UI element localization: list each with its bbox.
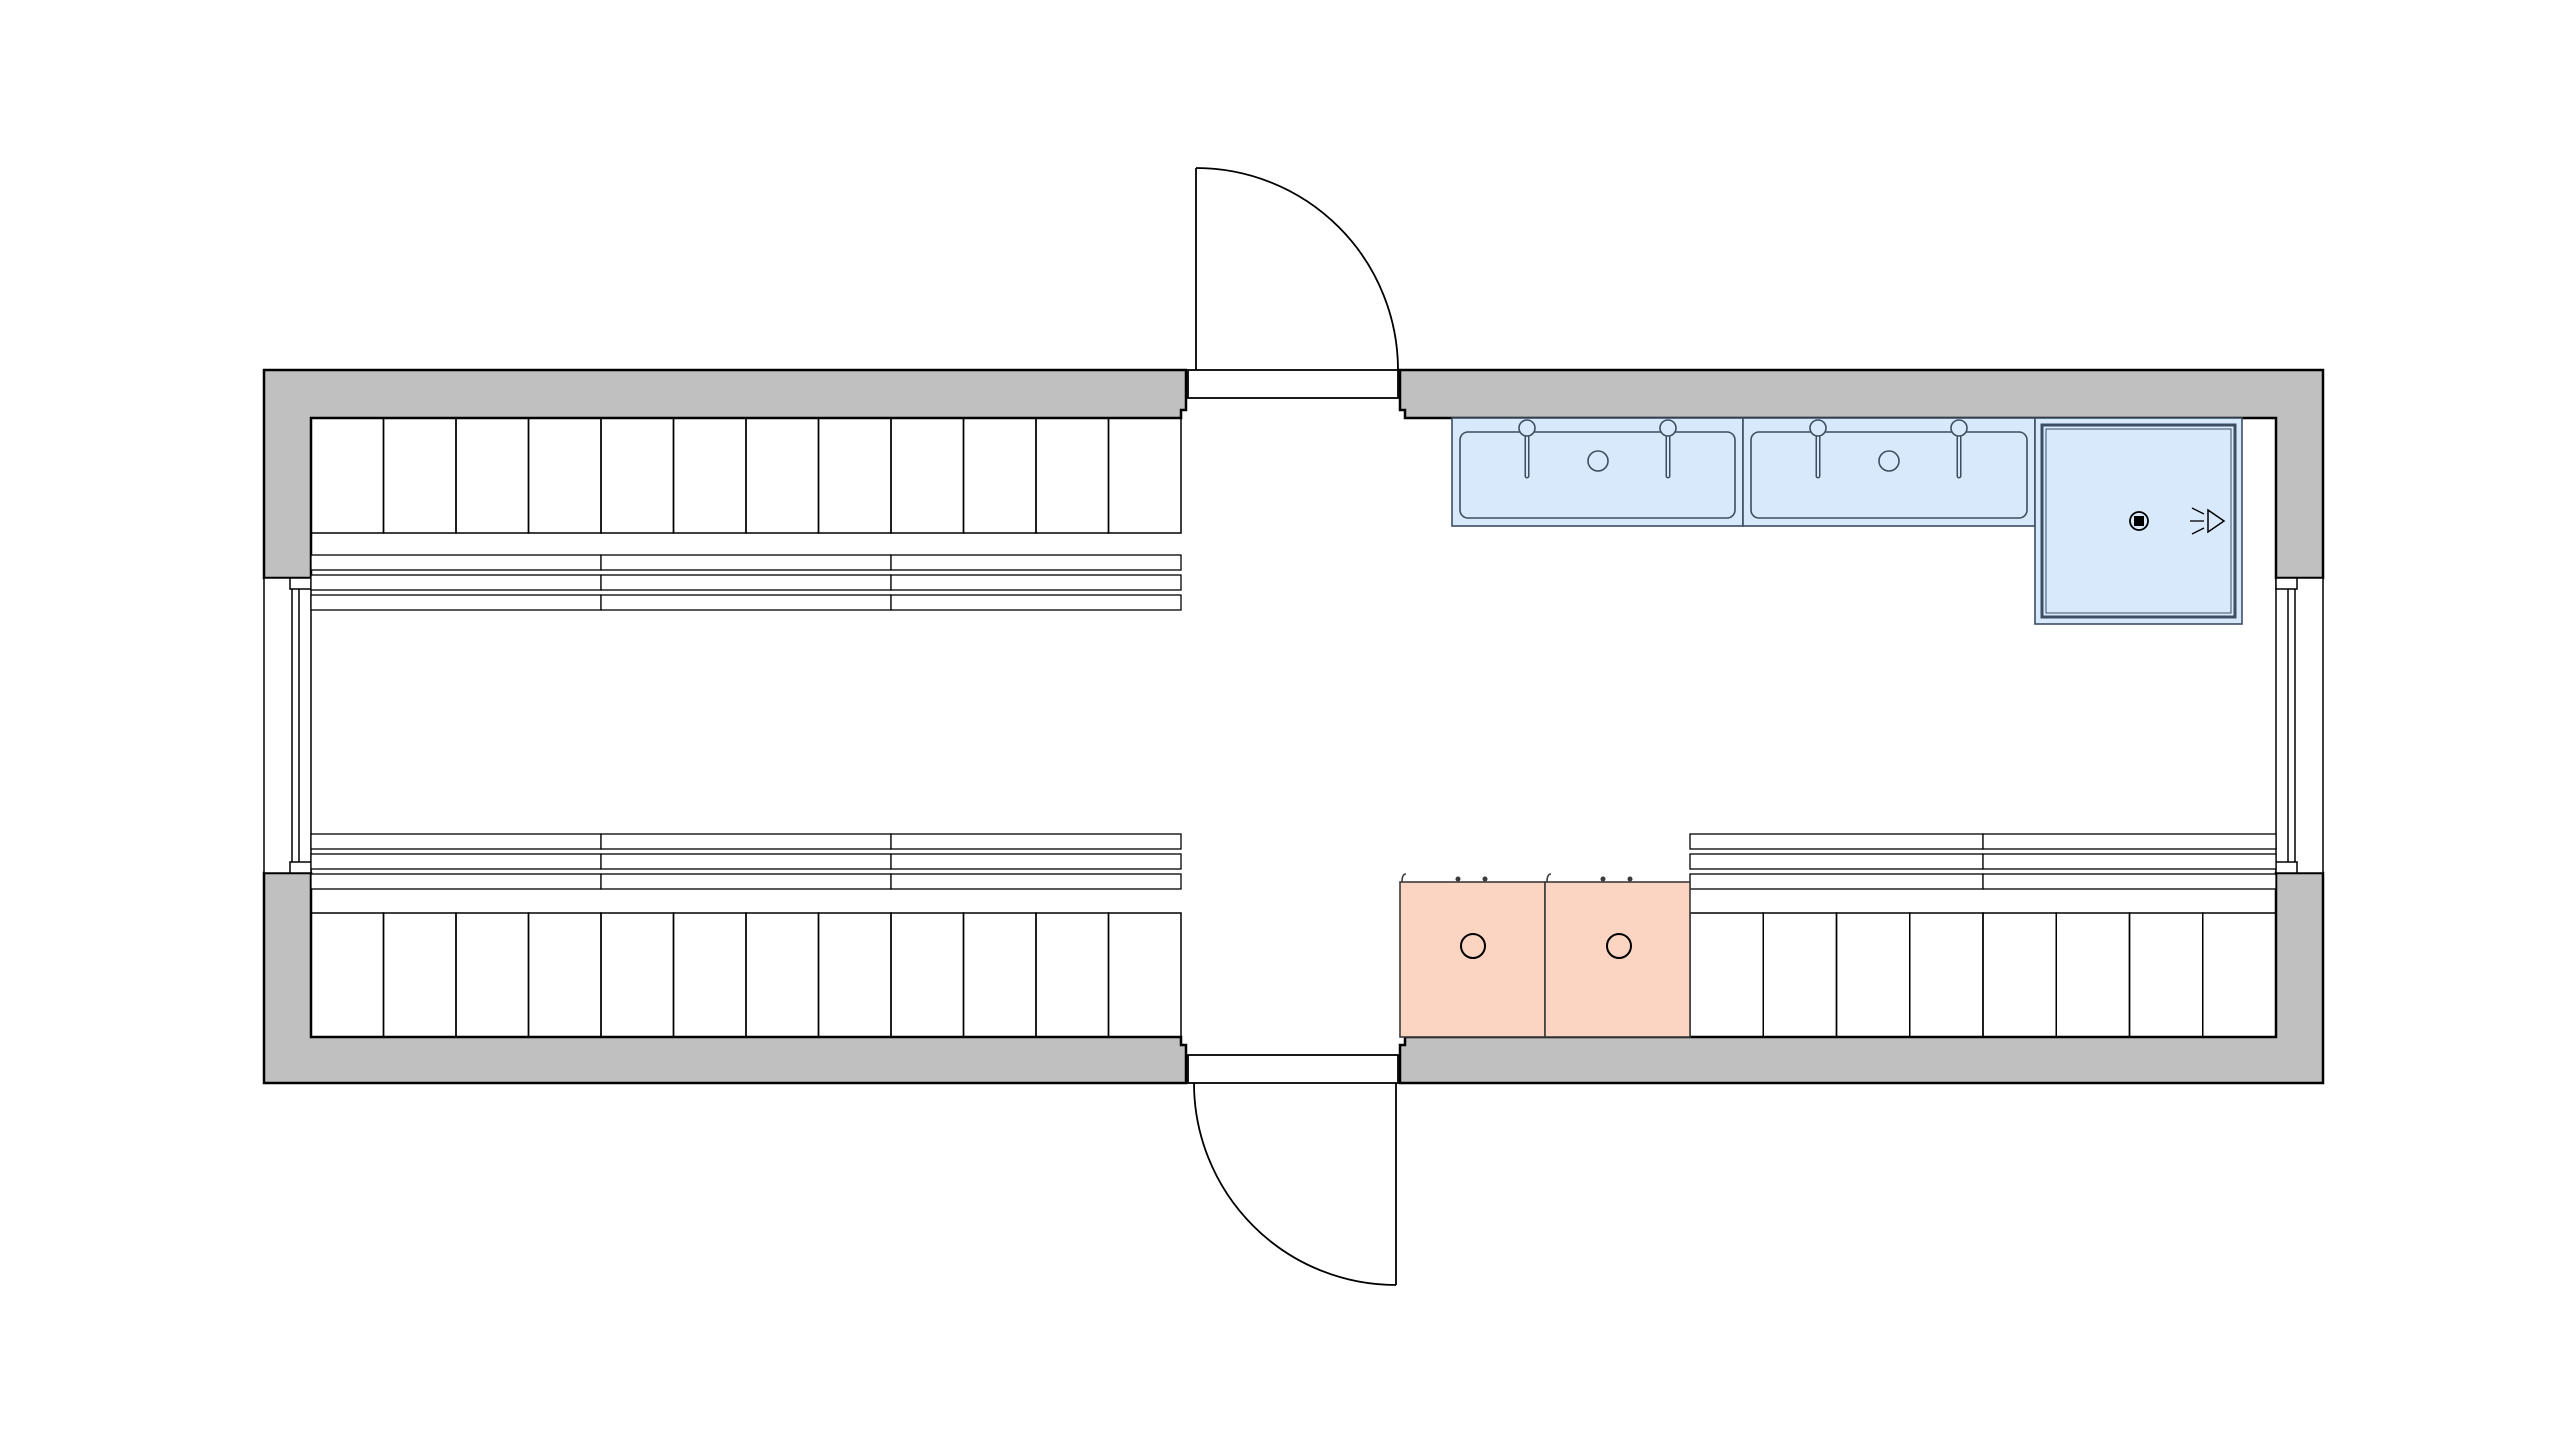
faucet-icon [1809, 419, 1827, 437]
locker [1107, 912, 1182, 1038]
bench-slat [600, 853, 892, 870]
faucet-icon [1659, 419, 1677, 437]
bench-slat [310, 554, 602, 571]
window-left [263, 577, 312, 874]
door-bottom-threshold [1187, 1054, 1399, 1084]
bench-slat [890, 574, 1182, 591]
bench-slat [1982, 873, 2277, 890]
sink-double-1 [1451, 417, 1744, 527]
locker [2202, 912, 2277, 1038]
bench-slat [890, 873, 1182, 890]
bench-slat [600, 574, 892, 591]
bench-slat [600, 554, 892, 571]
drain-icon [1878, 450, 1900, 472]
bench-slat [310, 833, 602, 850]
drain-icon [1587, 450, 1609, 472]
locker-row [1689, 912, 2277, 1038]
locker [1107, 417, 1182, 534]
bench-slat [310, 853, 602, 870]
bench-slat [1982, 833, 2277, 850]
door-top [1187, 167, 1399, 399]
bench-slat [1982, 853, 2277, 870]
bench-slat [890, 853, 1182, 870]
faucet-icon [1950, 419, 1968, 437]
appliance-control-icon [1460, 933, 1486, 959]
door-bottom-swing [1193, 1082, 1397, 1286]
bench-slat [890, 594, 1182, 611]
appliance-control-icon [1606, 933, 1632, 959]
bench-slat [1689, 853, 1984, 870]
bench-slat [890, 833, 1182, 850]
bench-slat [1689, 873, 1984, 890]
door-top-swing [1195, 167, 1399, 371]
benches [310, 554, 2277, 890]
bench-slat [310, 574, 602, 591]
bench-slat [600, 594, 892, 611]
shower-head-icon [2207, 508, 2226, 534]
appliance-2 [1544, 873, 1691, 1038]
locker-row [310, 417, 1182, 534]
locker-row [310, 912, 1182, 1038]
shower [2034, 417, 2243, 625]
bench-slat [1689, 833, 1984, 850]
bench-slat [600, 833, 892, 850]
wall-top-right [1398, 368, 2325, 580]
bench-slat [600, 873, 892, 890]
bench-slat [310, 873, 602, 890]
appliance-1 [1399, 873, 1546, 1038]
bench-slat [310, 594, 602, 611]
bench-slat [890, 554, 1182, 571]
door-bottom [1187, 1054, 1399, 1286]
door-top-threshold [1187, 369, 1399, 399]
window-right [2275, 577, 2324, 874]
sink-double-2 [1742, 417, 2036, 527]
faucet-icon [1518, 419, 1536, 437]
